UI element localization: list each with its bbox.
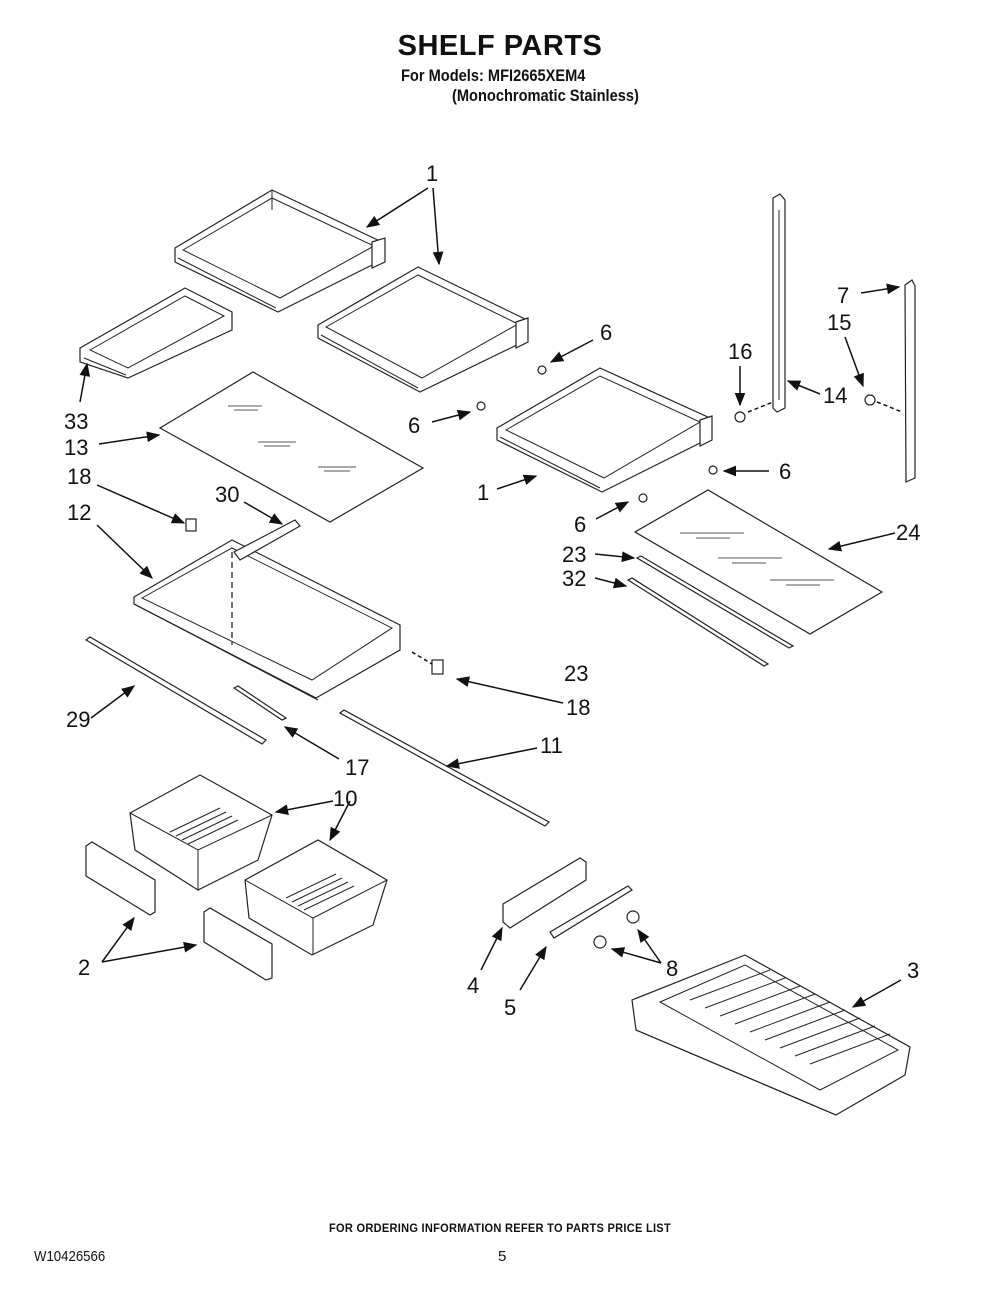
shelf-frame-part-12 xyxy=(133,539,401,701)
callout-11: 11 xyxy=(540,733,563,758)
rail-part-14 xyxy=(772,193,786,413)
screw-part-15 xyxy=(864,394,876,406)
ordering-note: FOR ORDERING INFORMATION REFER TO PARTS … xyxy=(329,1221,671,1235)
callout-18: 18 xyxy=(566,695,590,720)
clip-18-dash xyxy=(411,651,433,665)
callout-6: 6 xyxy=(779,459,791,484)
screw-part-8-b xyxy=(593,935,607,949)
callout-33: 33 xyxy=(64,409,88,434)
crisper-bin-part-10-a xyxy=(129,774,273,891)
trim-part-23 xyxy=(635,555,795,649)
callout-4: 4 xyxy=(467,973,479,998)
screw-16-dash xyxy=(747,401,774,413)
crisper-bin-part-10-b xyxy=(244,839,388,956)
page-title: SHELF PARTS xyxy=(397,30,603,62)
page-number: 5 xyxy=(498,1248,507,1265)
clip-part-18-lower xyxy=(431,659,444,675)
part-17 xyxy=(232,685,288,721)
callout-2: 2 xyxy=(78,955,90,980)
callout-23: 23 xyxy=(564,661,588,686)
callout-23: 23 xyxy=(562,542,586,567)
rail-part-30 xyxy=(233,519,301,561)
shelf-part-1-upper-right xyxy=(317,266,529,393)
variant-line: (Monochromatic Stainless) xyxy=(452,86,639,105)
callout-24: 24 xyxy=(896,520,920,545)
screw-part-16 xyxy=(734,411,746,423)
glass-shelf-13 xyxy=(158,371,425,523)
callout-3: 3 xyxy=(907,958,919,983)
callout-6: 6 xyxy=(600,320,612,345)
callout-1: 1 xyxy=(477,480,489,505)
slide-part-5 xyxy=(549,885,633,939)
shelf-part-33 xyxy=(79,287,233,379)
callout-17: 17 xyxy=(345,755,369,780)
screw-part-8-a xyxy=(626,910,640,924)
callout-labels: 1 1 33 13 18 30 12 6 6 6 6 16 14 7 15 24… xyxy=(64,161,920,1020)
callout-32: 32 xyxy=(562,566,586,591)
callout-7: 7 xyxy=(837,283,849,308)
rail-part-7 xyxy=(904,279,916,483)
glass-shelf-24 xyxy=(633,489,884,635)
callout-30: 30 xyxy=(215,482,239,507)
trim-part-29 xyxy=(84,636,267,745)
screws-part-6 xyxy=(476,365,718,503)
callout-15: 15 xyxy=(827,310,851,335)
callout-6: 6 xyxy=(408,413,420,438)
shelf-part-1-upper-left xyxy=(174,189,386,313)
clip-part-18-upper xyxy=(185,518,197,532)
screw-15-dash xyxy=(876,401,903,413)
rod-part-11 xyxy=(338,709,550,827)
models-line: For Models: MFI2665XEM4 xyxy=(401,66,586,85)
document-number: W10426566 xyxy=(34,1248,106,1265)
handle-part-2-a xyxy=(85,841,156,916)
callout-6: 6 xyxy=(574,512,586,537)
callout-5: 5 xyxy=(504,995,516,1020)
handle-part-2-b xyxy=(203,907,273,981)
callout-14: 14 xyxy=(823,383,847,408)
slide-part-4 xyxy=(502,857,587,929)
callout-13: 13 xyxy=(64,435,88,460)
callout-16: 16 xyxy=(728,339,752,364)
freezer-pan-part-3 xyxy=(631,954,911,1116)
callout-29: 29 xyxy=(66,707,90,732)
callout-12: 12 xyxy=(67,500,91,525)
callout-1: 1 xyxy=(426,161,438,186)
callout-8: 8 xyxy=(666,956,678,981)
trim-part-32 xyxy=(626,577,770,667)
callout-10: 10 xyxy=(333,786,357,811)
callout-18: 18 xyxy=(67,464,91,489)
shelf-part-1-middle xyxy=(496,367,713,493)
leader-lines xyxy=(79,187,902,1008)
